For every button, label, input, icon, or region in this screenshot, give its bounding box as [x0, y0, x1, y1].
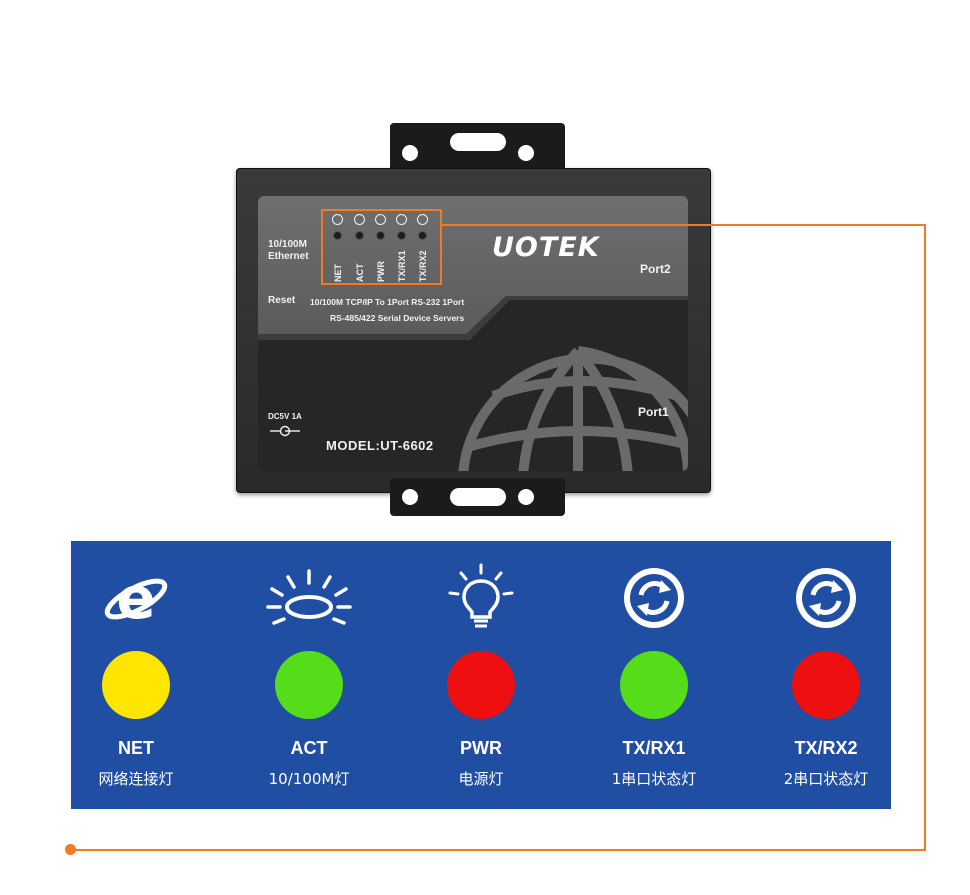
indicator-txrx2: TX/RX2 2串口状态灯 — [746, 541, 906, 809]
act-led-label: ACT — [355, 263, 365, 283]
lightbulb-icon — [448, 563, 514, 628]
dc-polarity-icon — [270, 425, 300, 437]
model-label: MODEL:UT-6602 — [326, 438, 434, 453]
txrx1-led-icon — [396, 214, 407, 225]
callout-dot — [65, 844, 76, 855]
pwr-status-circle — [447, 651, 515, 719]
callout-line — [924, 224, 926, 851]
screw-hole — [402, 145, 418, 161]
txrx1-led-label: TX/RX1 — [397, 250, 407, 282]
screw-hole — [518, 145, 534, 161]
net-led — [333, 231, 342, 240]
indicator-act: ACT 10/100M灯 — [229, 541, 389, 809]
refresh-icon — [624, 568, 684, 628]
device-description-line-1: 10/100M TCP/IP To 1Port RS-232 1Port — [310, 297, 465, 307]
led-pwr: PWR — [374, 214, 388, 284]
led-highlight-box — [321, 209, 442, 285]
pwr-led — [376, 231, 385, 240]
net-status-circle — [102, 651, 170, 719]
led-txrx2: TX/RX2 — [416, 214, 430, 284]
indicator-desc: 1串口状态灯 — [611, 770, 697, 788]
indicator-txrx1: TX/RX1 1串口状态灯 — [574, 541, 734, 809]
indicator-name: ACT — [290, 738, 328, 758]
port1-label: Port1 — [638, 405, 669, 419]
indicator-name: PWR — [460, 738, 502, 758]
indicator-net: e NET 网络连接灯 — [56, 541, 216, 809]
txrx2-led — [418, 231, 427, 240]
indicator-desc: 10/100M灯 — [268, 770, 350, 788]
led-act: ACT — [353, 214, 367, 284]
pwr-led-label: PWR — [376, 261, 386, 282]
device-faceplate — [258, 196, 688, 471]
svg-text:e: e — [116, 564, 155, 632]
indicator-pwr: PWR 电源灯 — [401, 541, 561, 809]
refresh-icon — [796, 568, 856, 628]
indicator-name: TX/RX2 — [794, 738, 858, 758]
indicator-desc: 网络连接灯 — [98, 770, 174, 788]
device-description-line-2: RS-485/422 Serial Device Servers — [330, 313, 465, 323]
ie-icon: e — [104, 564, 168, 632]
indicator-name: TX/RX1 — [622, 738, 686, 758]
net-led-label: NET — [333, 264, 343, 282]
act-led-icon — [354, 214, 365, 225]
brand-logo: UOTEK — [492, 232, 600, 263]
txrx1-led — [397, 231, 406, 240]
net-led-icon — [332, 214, 343, 225]
indicator-desc: 电源灯 — [458, 770, 504, 788]
callout-line — [70, 849, 926, 851]
screw-hole — [518, 489, 534, 505]
ethernet-label: Ethernet — [268, 251, 309, 262]
led-txrx1: TX/RX1 — [395, 214, 409, 284]
txrx1-status-circle — [620, 651, 688, 719]
act-status-circle — [275, 651, 343, 719]
reset-label: Reset — [268, 295, 296, 306]
power-rating-label: DC5V 1A — [268, 412, 302, 421]
txrx2-led-label: TX/RX2 — [418, 250, 428, 282]
activity-ring-icon — [266, 569, 352, 625]
mount-slot — [450, 488, 506, 506]
callout-line — [442, 224, 926, 226]
act-led — [355, 231, 364, 240]
pwr-led-icon — [375, 214, 386, 225]
indicator-name: NET — [118, 738, 154, 758]
led-net: NET — [331, 214, 345, 284]
ethernet-speed-label: 10/100M — [268, 239, 307, 250]
globe-graphic — [458, 346, 688, 471]
txrx2-led-icon — [417, 214, 428, 225]
mount-slot — [450, 133, 506, 151]
port2-label: Port2 — [640, 262, 671, 276]
bottom-mounting-bracket — [390, 478, 565, 516]
screw-hole — [402, 489, 418, 505]
indicator-desc: 2串口状态灯 — [783, 770, 869, 788]
txrx2-status-circle — [792, 651, 860, 719]
